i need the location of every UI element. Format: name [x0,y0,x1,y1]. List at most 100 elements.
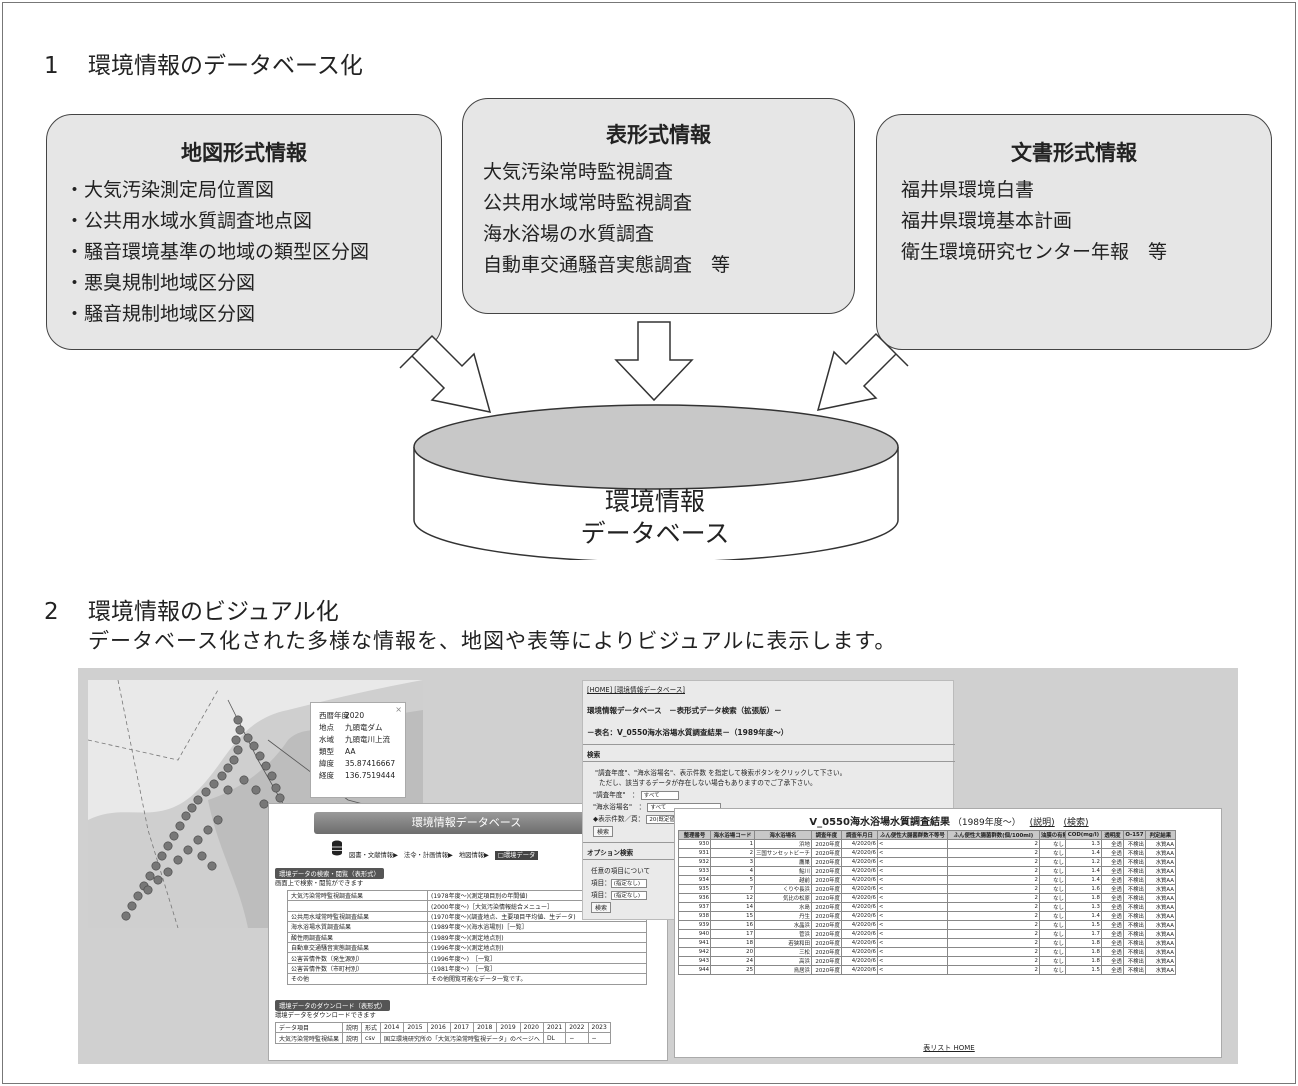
result-search-link[interactable]: (検索) [1063,818,1089,828]
download-cell[interactable]: 説明 [342,1032,363,1044]
map-point-marker[interactable] [233,745,243,755]
map-point-marker[interactable] [127,901,137,911]
portal-row-name[interactable]: 公共用水域常時監視調査結果 [287,910,428,923]
portal-nav-item[interactable]: 地図情報▶ [458,852,489,859]
result-help-link[interactable]: (説明) [1029,818,1055,828]
map-point-marker[interactable] [271,783,281,793]
result-cell: 4/2020/6 [840,911,878,921]
map-point-marker[interactable] [151,861,161,871]
portal-row-name[interactable] [287,900,428,912]
result-cell: 全透 [1100,848,1124,858]
result-cell: 鮎川 [754,866,812,876]
map-point-marker[interactable] [249,741,259,751]
map-point-marker[interactable] [169,831,179,841]
map-point-marker[interactable] [261,761,271,771]
result-cell: 940 [678,929,711,939]
result-cell: 2020年度 [810,884,842,894]
portal-row-name[interactable]: 自動車交通騒音実態調査結果 [287,941,428,954]
option-field2-select[interactable]: (指定なし) [610,890,647,900]
map-point-marker[interactable] [153,875,163,885]
map-point-marker[interactable] [163,867,173,877]
portal-nav-item[interactable]: 法令・計画情報▶ [403,852,453,859]
map-point-marker[interactable] [239,775,249,785]
map-point-marker[interactable] [243,733,253,743]
result-cell: 不検出 [1122,911,1146,921]
map-point-marker[interactable] [209,779,219,789]
result-cell: 944 [678,965,711,975]
search-nav-links[interactable]: [HOME] [環境情報データベース] [587,686,685,694]
popup-value: 九頭竜ダム [345,723,383,732]
map-info-item: ・悪臭規制地域区分図 [65,272,256,294]
result-cell: 2020年度 [810,965,842,975]
year-select[interactable]: すべて [640,790,679,800]
map-point-marker[interactable] [255,751,265,761]
map-point-marker[interactable] [201,787,211,797]
map-point-marker[interactable] [235,725,245,735]
result-cell: 4/2020/6 [840,938,878,948]
map-point-marker[interactable] [157,851,167,861]
doc-info-title: 文書形式情報 [1011,141,1137,165]
result-cell: なし [1038,866,1066,876]
result-cell: 939 [678,920,711,930]
popup-value: 35.87416667 [345,759,396,768]
result-cell: なし [1038,920,1066,930]
map-point-marker[interactable] [133,891,143,901]
map-point-marker[interactable] [223,785,233,795]
map-point-marker[interactable] [193,835,203,845]
search-button[interactable]: 検索 [593,826,614,837]
result-cell: 938 [678,911,711,921]
map-point-marker[interactable] [187,803,197,813]
result-cell: 2020年度 [810,902,842,912]
portal-row-name[interactable]: その他 [287,973,428,985]
option-field1-select[interactable]: (指定なし) [610,878,647,888]
map-point-marker[interactable] [181,811,191,821]
map-point-marker[interactable] [163,841,173,851]
result-cell: 1 [710,839,755,849]
map-point-marker[interactable] [229,755,239,765]
popup-close-icon[interactable]: × [395,705,402,714]
map-point-marker[interactable] [231,735,241,745]
result-footer-links[interactable]: 表リスト HOME [923,1044,975,1052]
map-point-marker[interactable] [223,763,233,773]
flow-diagram [399,321,909,560]
result-table: 整理番号海水浴場コード海水浴場名調査年度調査年月日ふん便性大腸菌群数不等号ふん便… [678,830,1176,975]
map-point-marker[interactable] [207,861,217,871]
map-point-marker[interactable] [275,793,285,803]
result-cell: 水質AA [1144,938,1176,948]
result-cell: 不検出 [1122,848,1146,858]
result-cell: 2 [946,956,1040,966]
map-point-marker[interactable] [175,821,185,831]
portal-row-name[interactable]: 公害苦情件数（発生源別） [287,952,428,964]
download-cell[interactable]: DL [542,1032,567,1044]
search-section-label: 検索 [587,751,601,759]
portal-row-name[interactable]: 公害苦情件数（市町村別） [287,962,428,975]
portal-row-name[interactable]: 酸性雨調査結果 [287,931,428,943]
map-point-marker[interactable] [197,851,207,861]
map-point-marker[interactable] [121,911,131,921]
table-info-item: 公共用水域常時監視調査 [483,192,693,214]
map-point-marker[interactable] [217,771,227,781]
map-point-marker[interactable] [233,715,243,725]
portal-row-name[interactable]: 海水浴場水質調査結果 [287,921,428,933]
map-point-marker[interactable] [183,845,193,855]
map-point-marker[interactable] [203,825,213,835]
option-search-button[interactable]: 検索 [591,902,612,913]
map-point-marker[interactable] [193,795,203,805]
portal-nav-item[interactable]: □環境データ [494,851,539,860]
map-point-marker[interactable] [259,799,269,809]
map-point-marker[interactable] [251,785,261,795]
map-point-marker[interactable] [143,885,153,895]
portal-nav-item[interactable]: 図書・文献情報▶ [349,852,398,859]
map-point-marker[interactable] [267,771,277,781]
result-cell: 不検出 [1122,956,1146,966]
map-point-marker[interactable] [145,871,155,881]
result-cell: 936 [678,893,711,903]
result-cell: 934 [678,875,711,885]
portal-row-name[interactable]: 大気汚染常時監視調査結果 [287,889,428,902]
map-point-marker[interactable] [173,855,183,865]
map-point-marker[interactable] [213,815,223,825]
